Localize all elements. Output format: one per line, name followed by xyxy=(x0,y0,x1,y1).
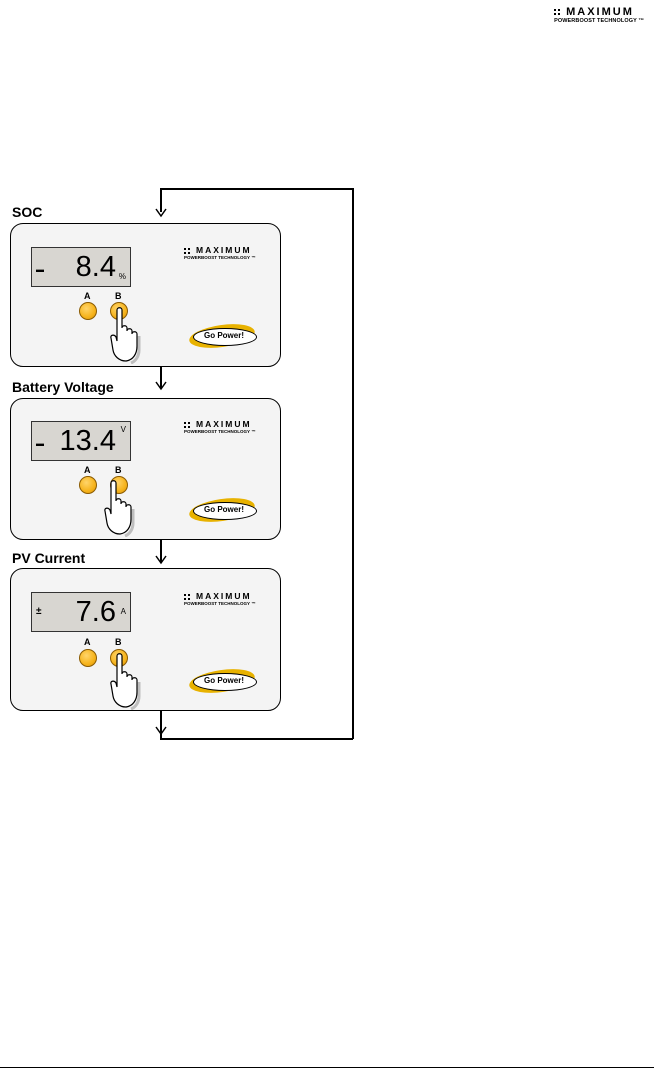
lcd-value: 8.4 xyxy=(75,251,116,283)
step-title-battery-voltage: Battery Voltage xyxy=(12,379,114,395)
button-a-label: A xyxy=(84,465,91,475)
dots-icon xyxy=(184,421,193,429)
pointing-hand-icon xyxy=(104,480,135,537)
display-panel-pv-current: ± 7.6 A A B MAXIMUM POWERBOOST TECHNOLOG… xyxy=(10,568,281,711)
step-title-soc: SOC xyxy=(12,204,43,220)
button-a[interactable] xyxy=(79,649,97,667)
lcd-unit: % xyxy=(118,272,126,281)
display-panel-battery-voltage: ▬ 13.4 V A B MAXIMUM POWERBOOST TECHNOLO… xyxy=(10,398,281,540)
button-b-label: B xyxy=(115,291,122,301)
button-a-label: A xyxy=(84,291,91,301)
lcd-screen: ± 7.6 A xyxy=(31,592,131,632)
connector-line-1 xyxy=(160,367,162,389)
go-power-logo: Go Power! xyxy=(187,320,259,352)
lcd-screen: ▬ 8.4 % xyxy=(31,247,131,287)
battery-icon: ▬ xyxy=(36,265,44,274)
loop-top-line xyxy=(160,188,353,190)
button-a[interactable] xyxy=(79,476,97,494)
exit-line xyxy=(160,711,162,739)
display-panel-soc: ▬ 8.4 % A B MAXIMUM POWERBOOST TECHNOLOG… xyxy=(10,223,281,367)
connector-line-2 xyxy=(160,540,162,563)
plus-minus-icon: ± xyxy=(36,606,42,617)
panel-logo: MAXIMUM POWERBOOST TECHNOLOGY ™ xyxy=(184,419,256,434)
arrow-down-icon xyxy=(155,208,167,218)
pointing-hand-icon xyxy=(110,653,141,710)
lcd-unit: A xyxy=(120,607,126,616)
arrow-down-icon xyxy=(155,381,167,391)
arrow-down-icon xyxy=(155,726,167,736)
pointing-hand-icon xyxy=(110,307,141,364)
dots-icon xyxy=(184,593,193,601)
loop-bottom-line xyxy=(160,738,353,740)
lcd-value: 13.4 xyxy=(59,425,116,457)
battery-icon: ▬ xyxy=(36,439,44,448)
loop-right-line xyxy=(352,188,354,739)
header-tagline: POWERBOOST TECHNOLOGY ™ xyxy=(554,18,644,24)
step-title-pv-current: PV Current xyxy=(12,550,86,566)
entry-arrow-line xyxy=(160,188,162,212)
panel-logo: MAXIMUM POWERBOOST TECHNOLOGY ™ xyxy=(184,245,256,260)
go-power-logo: Go Power! xyxy=(187,665,259,697)
footer-divider xyxy=(0,1067,654,1068)
dots-icon xyxy=(184,247,193,255)
button-b-label: B xyxy=(115,637,122,647)
lcd-unit: V xyxy=(120,425,126,434)
button-a-label: A xyxy=(84,637,91,647)
button-a[interactable] xyxy=(79,302,97,320)
go-power-logo: Go Power! xyxy=(187,494,259,526)
dots-icon xyxy=(554,8,563,16)
arrow-down-icon xyxy=(155,555,167,565)
lcd-value: 7.6 xyxy=(75,596,116,628)
header-logo: MAXIMUM POWERBOOST TECHNOLOGY ™ xyxy=(554,6,644,24)
header-brand: MAXIMUM xyxy=(566,6,634,18)
lcd-screen: ▬ 13.4 V xyxy=(31,421,131,461)
panel-logo: MAXIMUM POWERBOOST TECHNOLOGY ™ xyxy=(184,591,256,606)
button-b-label: B xyxy=(115,465,122,475)
